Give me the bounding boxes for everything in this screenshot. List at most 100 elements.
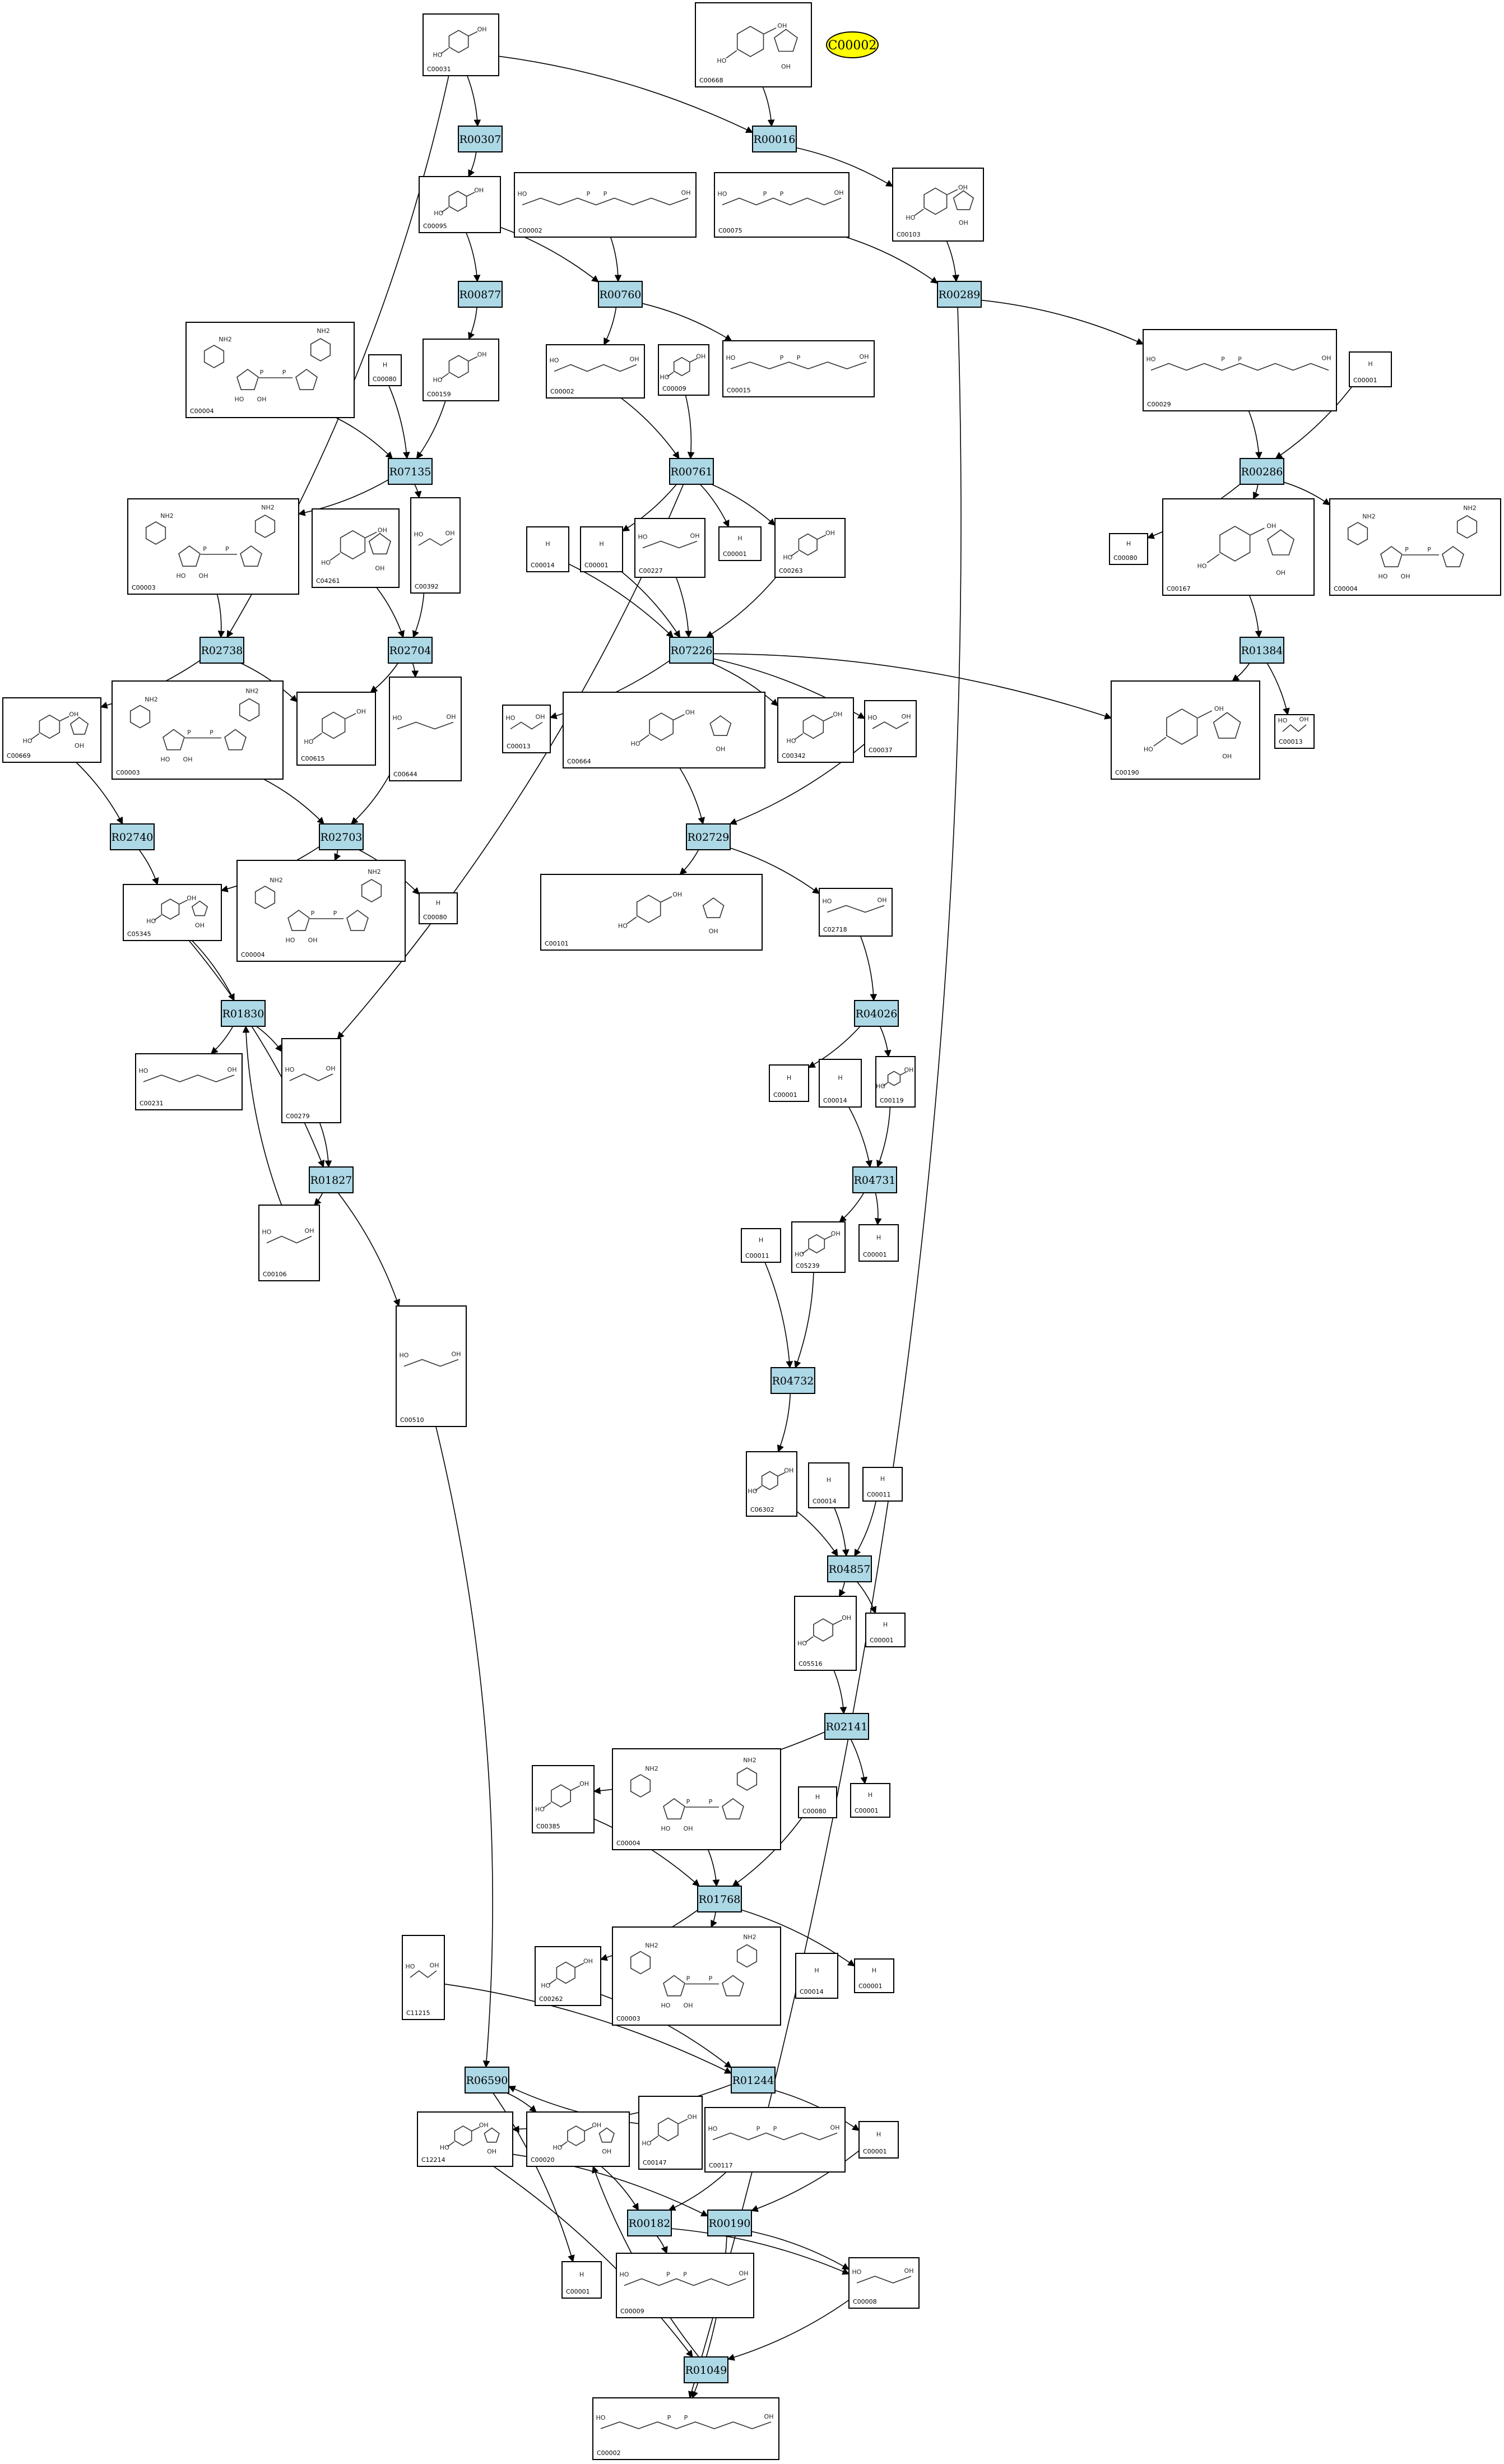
compound-box[interactable] [1349,351,1392,387]
compound-box[interactable] [135,1053,243,1110]
compound-box[interactable] [540,874,763,951]
compound-box[interactable] [123,884,222,941]
reaction-box[interactable] [465,2067,509,2094]
compound-box[interactable] [1143,329,1337,411]
reaction-box[interactable] [854,1000,899,1027]
reaction-box[interactable] [319,823,364,850]
compound-box[interactable] [819,1059,862,1108]
reaction-node-r02729[interactable]: R02729 [686,823,731,850]
compound-box[interactable] [1329,498,1501,596]
compound-box[interactable] [892,168,984,242]
compound-box[interactable] [580,526,623,572]
reaction-node-r01244[interactable]: R01244 [731,2067,776,2094]
compound-box[interactable] [865,1613,906,1647]
compound-box[interactable] [410,497,461,594]
reaction-node-r04731[interactable]: R04731 [852,1166,897,1193]
compound-box[interactable] [419,176,501,233]
reaction-node-r02141[interactable]: R02141 [824,1713,869,1740]
reaction-box[interactable] [598,281,643,308]
reaction-box[interactable] [669,637,714,664]
reaction-box[interactable] [669,458,714,485]
compound-box[interactable] [704,2107,846,2173]
compound-box[interactable] [658,344,709,396]
reaction-box[interactable] [770,1367,815,1394]
reaction-node-r07226[interactable]: R07226 [669,637,714,664]
compound-box[interactable] [258,1205,320,1281]
reaction-node-r00286[interactable]: R00286 [1240,458,1284,485]
compound-box[interactable] [112,680,284,780]
compound-box[interactable] [535,1946,601,2006]
reaction-box[interactable] [707,2210,752,2236]
compound-box[interactable] [862,1467,903,1502]
reaction-node-r04026[interactable]: R04026 [854,1000,899,1027]
reaction-node-r00289[interactable]: R00289 [937,281,982,308]
compound-box[interactable] [236,860,406,962]
reaction-box[interactable] [852,1166,897,1193]
reaction-box[interactable] [221,1000,266,1027]
compound-box[interactable] [417,2111,513,2167]
compound-box[interactable] [526,526,569,572]
compound-box[interactable] [616,2253,754,2318]
compound-box[interactable] [1274,714,1315,749]
compound-box[interactable] [819,888,893,937]
compound-box[interactable] [127,498,299,595]
compound-box[interactable] [638,2096,703,2170]
highlight-ellipse[interactable] [826,31,879,58]
reaction-box[interactable] [309,1166,354,1193]
compound-box[interactable] [1162,498,1315,596]
compound-box[interactable] [1109,533,1148,565]
compound-box[interactable] [875,1056,916,1108]
compound-box[interactable] [850,1783,890,1818]
reaction-box[interactable] [458,281,503,308]
reaction-box[interactable] [1240,458,1284,485]
reaction-node-r02704[interactable]: R02704 [388,637,433,664]
reaction-node-r01049[interactable]: R01049 [684,2356,728,2383]
compound-box[interactable] [281,1038,341,1123]
highlight-node[interactable]: C00002 [826,31,879,58]
reaction-node-r04732[interactable]: R04732 [770,1367,815,1394]
reaction-box[interactable] [388,637,433,664]
compound-box[interactable] [808,1462,850,1508]
compound-box[interactable] [741,1228,781,1263]
compound-box[interactable] [502,705,551,753]
compound-box[interactable] [612,1926,781,2026]
compound-box[interactable] [695,2,812,87]
reaction-node-r02740[interactable]: R02740 [110,823,155,850]
compound-box[interactable] [722,340,875,397]
